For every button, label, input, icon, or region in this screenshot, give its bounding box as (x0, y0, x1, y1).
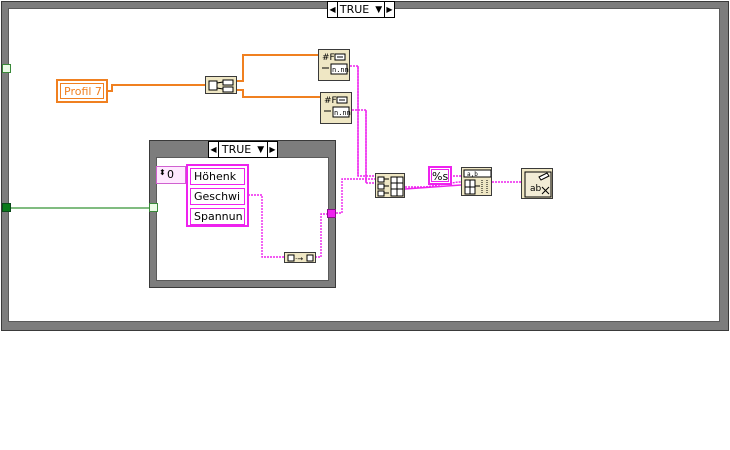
svg-text:#F: #F (322, 53, 335, 63)
format-string-constant[interactable]: %s (428, 166, 452, 185)
array-element-1[interactable]: Geschwi (190, 188, 245, 205)
profile-constant-label: Profil 7 (60, 83, 104, 99)
svg-text:n.nn: n.nn (334, 109, 351, 117)
string-array-constant[interactable]: Höhenk Geschwi Spannun (186, 164, 249, 227)
cluster-wire-a[interactable] (237, 54, 318, 82)
index-array-icon: ·→ (287, 254, 314, 263)
svg-text:a,b: a,b (467, 171, 478, 178)
svg-text:n.nn: n.nn (332, 66, 349, 74)
index-array-node[interactable]: ·→ (284, 252, 316, 263)
profile-cluster-constant[interactable]: Profil 7 (56, 79, 108, 103)
array-element-0[interactable]: Höhenk (190, 168, 245, 185)
array-element-2[interactable]: Spannun (190, 208, 245, 225)
build-array-node[interactable] (375, 173, 405, 198)
format-into-string-node-b[interactable]: #F n.nn (320, 92, 352, 124)
chevron-down-icon[interactable]: ▼ (375, 4, 383, 15)
array-to-spreadsheet-string-icon: a,b (463, 169, 491, 195)
input-tunnel[interactable] (2, 64, 11, 73)
write-to-text-file-node[interactable]: ab (521, 168, 553, 199)
cluster-wire[interactable] (108, 84, 205, 92)
format-into-string-node-a[interactable]: #F n.nn (318, 49, 350, 81)
string-array-wire[interactable] (248, 194, 285, 258)
svg-text:ab: ab (530, 184, 542, 194)
format-string-value: %s (431, 169, 449, 183)
array-index-value: 0 (167, 168, 174, 181)
array-index-display[interactable]: ⬍ 0 (156, 166, 186, 184)
string-wire[interactable] (315, 213, 332, 258)
increment-case-icon[interactable]: ▶ (384, 2, 394, 17)
write-to-text-file-icon: ab (524, 171, 552, 198)
build-array-icon (377, 176, 404, 197)
string-wire[interactable] (352, 109, 375, 184)
format-into-string-icon: #F n.nn (324, 96, 351, 118)
outer-case-diagram (8, 8, 720, 322)
output-tunnel[interactable] (327, 209, 336, 218)
chevron-down-icon[interactable]: ▼ (257, 144, 265, 155)
outer-case-selector[interactable]: ◀ TRUE ▼ ▶ (327, 1, 395, 18)
inner-case-selector[interactable]: ◀ TRUE ▼ ▶ (208, 141, 278, 158)
string-wire[interactable] (350, 65, 375, 177)
decrement-case-icon[interactable]: ◀ (209, 142, 219, 157)
decrement-case-icon[interactable]: ◀ (328, 2, 338, 17)
boolean-case-selector-terminal[interactable] (149, 203, 158, 212)
increment-case-icon[interactable]: ▶ (267, 142, 277, 157)
boolean-tunnel[interactable] (2, 203, 11, 212)
inner-case-selector-value: TRUE (221, 143, 252, 156)
array-to-spreadsheet-node[interactable]: a,b (461, 167, 492, 196)
svg-text:·→: ·→ (295, 255, 303, 263)
unbundle-node[interactable] (205, 76, 237, 94)
outer-case-selector-value: TRUE (339, 3, 370, 16)
index-spinner-icon[interactable]: ⬍ (159, 168, 166, 177)
format-into-string-icon: #F n.nn (322, 53, 349, 75)
cluster-wire-b[interactable] (237, 89, 320, 98)
string-wire[interactable] (336, 178, 375, 214)
unbundle-icon (208, 79, 234, 93)
svg-text:#F: #F (324, 96, 337, 106)
